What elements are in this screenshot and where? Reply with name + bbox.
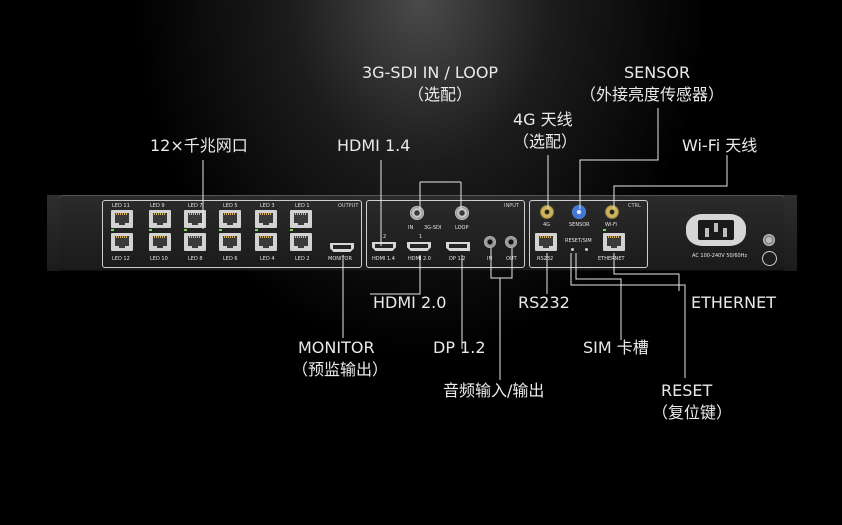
link-led xyxy=(149,229,152,231)
ethernet-port[interactable] xyxy=(255,210,277,228)
sim-slot[interactable] xyxy=(585,248,588,251)
4g-antenna-connector[interactable] xyxy=(540,205,554,219)
audio-out-label: OUT xyxy=(506,256,517,262)
reset-sub: （复位键） xyxy=(652,403,733,422)
led-top-label: LED 11 xyxy=(112,203,130,209)
hdmi14-label: HDMI 1.4 xyxy=(337,136,411,155)
led-bottom-label: LED 6 xyxy=(223,256,238,262)
ethernet-port[interactable] xyxy=(255,233,277,251)
led-bottom-label: LED 2 xyxy=(295,256,310,262)
led-top-label: LED 1 xyxy=(295,203,310,209)
link-led xyxy=(184,229,187,231)
link-led xyxy=(290,229,293,231)
led-top-label: LED 9 xyxy=(150,203,165,209)
4g-title: 4G 天线 xyxy=(513,110,573,129)
hdmi14-port[interactable] xyxy=(372,242,396,251)
sdi-in-bnc[interactable] xyxy=(410,206,424,220)
ethernet-ctrl-port[interactable] xyxy=(603,233,625,251)
sdi-loop-label: LOOP xyxy=(455,225,469,231)
audio-label: 音频输入/输出 xyxy=(443,381,545,400)
reset-button[interactable] xyxy=(571,248,574,251)
dp12-port-label: DP 1.2 xyxy=(449,256,466,262)
ctrl-panel-label: CTRL xyxy=(628,203,641,209)
link-led xyxy=(603,229,606,231)
hdmi-num-1: 1 xyxy=(419,234,423,240)
sdi-mid-label: 3G-SDI xyxy=(424,225,442,231)
input-panel-label: INPUT xyxy=(504,203,519,209)
hdmi20-label: HDMI 2.0 xyxy=(373,293,447,312)
hdmi20-port-label: HDMI 2.0 xyxy=(408,256,431,262)
led-top-label: LED 3 xyxy=(260,203,275,209)
gige-label: 12×千兆网口 xyxy=(150,136,248,155)
audio-out-jack[interactable] xyxy=(505,236,517,248)
reset-sim-label: RESET/SIM xyxy=(565,238,592,244)
output-panel xyxy=(102,200,362,268)
link-led xyxy=(111,229,114,231)
sdi-title: 3G-SDI IN / LOOP xyxy=(362,63,499,82)
sdi-in-label: IN xyxy=(408,225,414,231)
ethernet-port[interactable] xyxy=(111,233,133,251)
ethernet-port[interactable] xyxy=(184,210,206,228)
reset-title: RESET xyxy=(661,381,713,400)
led-bottom-label: LED 4 xyxy=(260,256,275,262)
4g-sub: （选配） xyxy=(513,132,578,151)
dp12-port[interactable] xyxy=(446,242,470,251)
ethernet-label: ETHERNET xyxy=(691,293,776,312)
ground-screw xyxy=(763,234,775,246)
hdmi20-port[interactable] xyxy=(407,242,431,251)
wifi-antenna-connector[interactable] xyxy=(605,205,619,219)
led-bottom-label: LED 8 xyxy=(188,256,203,262)
audio-in-jack[interactable] xyxy=(484,236,496,248)
hdmi14-port-label: HDMI 1.4 xyxy=(372,256,395,262)
rs232-label: RS232 xyxy=(518,293,570,312)
output-panel-label: OUTPUT xyxy=(338,203,359,209)
monitor-title: MONITOR xyxy=(298,338,375,357)
4g-label: 4G xyxy=(543,222,551,228)
ethernet-port[interactable] xyxy=(149,233,171,251)
ethernet-port[interactable] xyxy=(184,233,206,251)
sdi-sub: （选配） xyxy=(408,85,473,104)
sensor-sub: （外接亮度传感器） xyxy=(580,85,725,104)
wifi-port-label: Wi-Fi xyxy=(605,222,617,228)
ethernet-port-label: ETHERNET xyxy=(598,256,625,262)
ethernet-port[interactable] xyxy=(219,210,241,228)
sim-label: SIM 卡槽 xyxy=(583,338,649,357)
sdi-loop-bnc[interactable] xyxy=(455,206,469,220)
led-bottom-label: LED 12 xyxy=(112,256,130,262)
dp12-label: DP 1.2 xyxy=(433,338,486,357)
sensor-title: SENSOR xyxy=(624,63,691,82)
led-bottom-label: LED 10 xyxy=(150,256,168,262)
link-led xyxy=(255,229,258,231)
ground-symbol xyxy=(762,251,777,266)
ethernet-port[interactable] xyxy=(219,233,241,251)
led-top-label: LED 5 xyxy=(223,203,238,209)
ethernet-port[interactable] xyxy=(290,210,312,228)
ethernet-port[interactable] xyxy=(111,210,133,228)
monitor-hdmi-port[interactable] xyxy=(330,243,354,252)
wifi-label: Wi-Fi 天线 xyxy=(682,136,758,155)
power-rating: AC 100-240V 50/60Hz xyxy=(692,253,748,259)
sensor-label: SENSOR xyxy=(569,222,590,228)
ethernet-port[interactable] xyxy=(149,210,171,228)
ethernet-port[interactable] xyxy=(290,233,312,251)
monitor-sub: （预监输出） xyxy=(292,360,389,379)
rs232-port[interactable] xyxy=(535,233,557,251)
led-top-label: LED 7 xyxy=(188,203,203,209)
power-inlet[interactable] xyxy=(686,214,746,246)
monitor-port-label: MONITOR xyxy=(328,256,352,262)
rs232-port-label: RS232 xyxy=(537,256,554,262)
sensor-connector[interactable] xyxy=(572,205,586,219)
audio-in-label: IN xyxy=(487,256,493,262)
link-led xyxy=(219,229,222,231)
hdmi-num-2: 2 xyxy=(383,234,387,240)
